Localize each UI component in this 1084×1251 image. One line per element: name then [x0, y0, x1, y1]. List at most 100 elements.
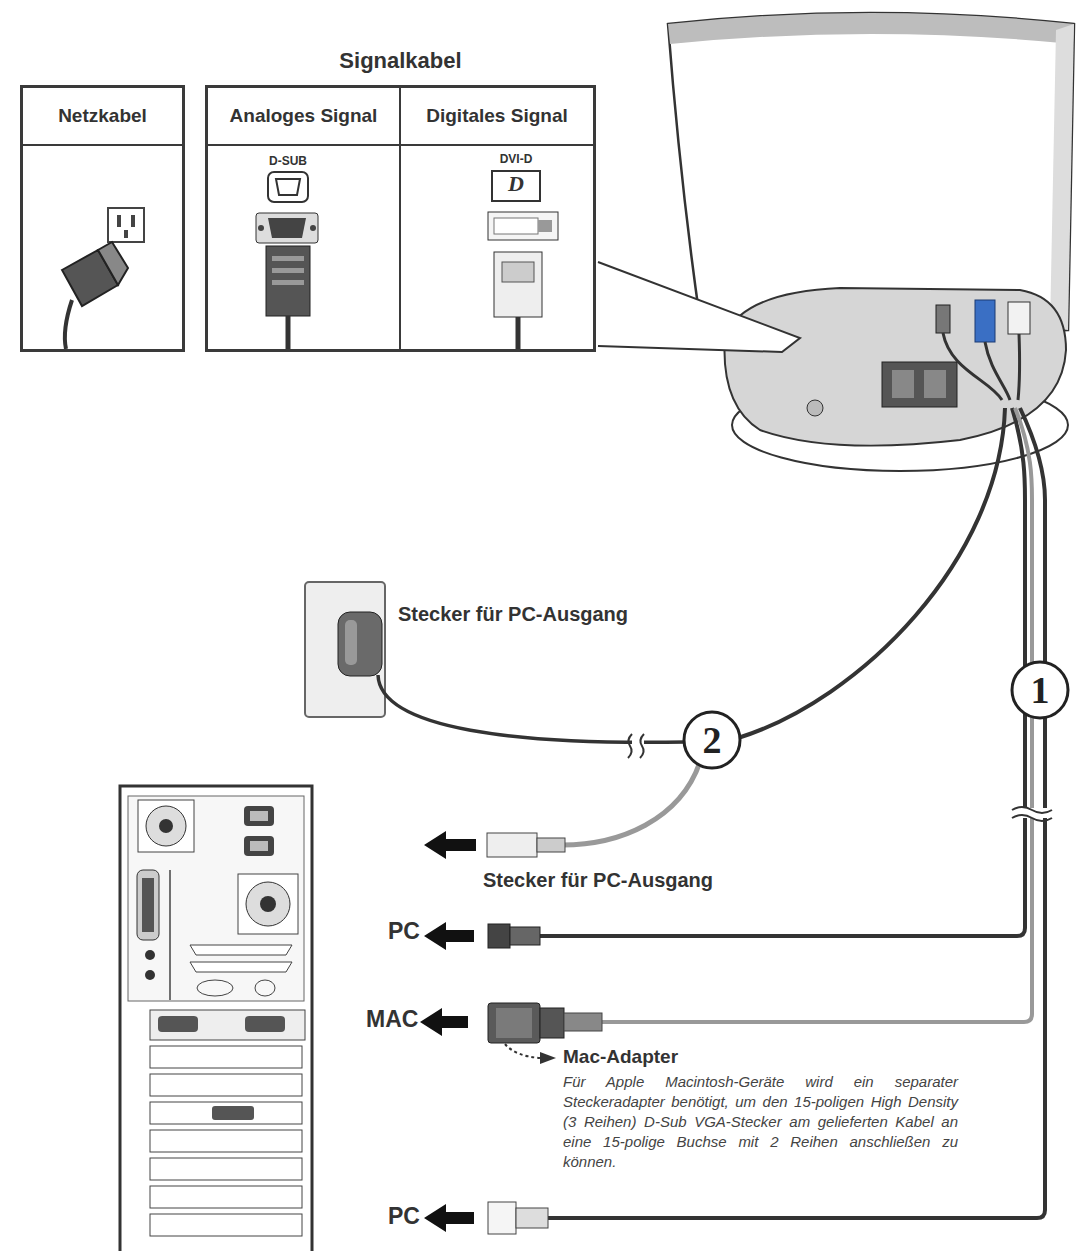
callout-circle — [684, 712, 740, 768]
connector-label: Stecker für PC-Ausgang — [398, 603, 628, 626]
break-mark — [1012, 807, 1052, 813]
box-label: DVI-D — [486, 152, 546, 166]
box-heading: Netzkabel — [23, 88, 182, 146]
cable — [1018, 334, 1020, 400]
serial-port — [142, 878, 154, 932]
direction-arrow — [424, 831, 476, 859]
slot-cover — [150, 1102, 302, 1124]
vga-plug-icon — [272, 256, 304, 261]
power-connector — [487, 833, 537, 857]
connector-label: Stecker für PC-Ausgang — [483, 869, 713, 892]
cable-holder-slot — [924, 370, 946, 398]
slot-cover — [150, 1130, 302, 1152]
pc-fan — [146, 806, 186, 846]
dsub-icon — [268, 172, 308, 202]
box-heading: Digitales Signal — [401, 88, 593, 146]
card-slot — [190, 945, 292, 955]
vga-connector-icon — [256, 213, 318, 243]
pc-fan — [260, 896, 276, 912]
dvi-plug-icon — [494, 252, 542, 317]
dvi-connector — [516, 1208, 548, 1228]
vga-port — [975, 300, 995, 342]
dvi-plug-icon — [502, 262, 534, 282]
dvi-connector-icon — [538, 220, 552, 232]
mac-adapter — [488, 1003, 540, 1043]
cable-type-box: SignalkabelAnaloges SignalD-SUBDigitales… — [205, 85, 596, 352]
vga-plug-icon — [272, 268, 304, 273]
signal-column: Digitales SignalDVI-D D — [401, 88, 593, 349]
power-socket — [250, 811, 268, 821]
signal-cable-icon — [516, 317, 521, 349]
dvi-socket — [212, 1106, 254, 1120]
power-plug — [338, 612, 382, 676]
dvi-connector — [488, 1202, 516, 1234]
pc-port — [255, 980, 275, 996]
callout-wedge — [598, 262, 800, 352]
panel-line — [169, 870, 171, 1000]
power-socket — [244, 806, 274, 826]
pc-fan — [238, 874, 298, 934]
pointer-head — [540, 1052, 556, 1064]
slot-cover — [150, 1074, 302, 1096]
dvi-connector-icon — [488, 212, 558, 240]
connector-screw — [258, 225, 264, 231]
ps2-port — [145, 950, 155, 960]
slot-cover — [150, 1046, 302, 1068]
pc-port — [197, 980, 233, 996]
socket-icon — [108, 208, 144, 242]
connector-screw — [310, 225, 316, 231]
callout-number: 2 — [684, 712, 740, 768]
break-gap — [1015, 808, 1055, 818]
pc-fan — [246, 882, 290, 926]
signal-column: Analoges SignalD-SUB — [208, 88, 401, 349]
mac-adapter — [496, 1008, 532, 1038]
break-mark — [640, 734, 644, 758]
signal-cable — [538, 408, 1025, 936]
direction-arrow — [424, 1204, 474, 1232]
device-label: PC — [388, 918, 420, 945]
monitor-back — [668, 13, 1074, 333]
break-mark — [628, 734, 632, 758]
power-socket — [250, 841, 268, 851]
box-heading: Analoges Signal — [208, 88, 399, 146]
vga-socket — [158, 1016, 198, 1032]
signal-cable — [600, 408, 1032, 1022]
wall-socket — [305, 582, 385, 717]
dsub-icon — [276, 179, 300, 195]
expansion-slot — [150, 1010, 305, 1040]
device-label: PC — [388, 1203, 420, 1230]
pc-fan — [159, 819, 173, 833]
monitor-shading — [668, 13, 1074, 44]
pc-tower — [120, 786, 312, 1251]
power-cable — [738, 408, 1005, 738]
socket-icon — [124, 230, 128, 238]
vga-connector — [540, 1008, 564, 1038]
box-label: D — [501, 172, 531, 196]
vga-connector — [510, 927, 540, 945]
box-label: D-SUB — [248, 154, 328, 168]
direction-arrow — [420, 1008, 468, 1036]
vga-connector — [564, 1013, 602, 1031]
signal-cable-icon — [286, 316, 291, 349]
note-text: Für Apple Macintosh-Geräte wird ein sepa… — [563, 1072, 958, 1172]
break-mark — [1012, 815, 1052, 821]
part-name: Mac-Adapter — [563, 1046, 678, 1068]
vga-connector-icon — [268, 218, 306, 238]
monitor-button — [807, 400, 823, 416]
vga-plug-icon — [272, 280, 304, 285]
monitor-shading — [1050, 24, 1074, 330]
device-label: MAC — [366, 1006, 418, 1033]
power-cable-icon — [65, 300, 72, 349]
power-cable — [562, 762, 700, 845]
slot-cover — [150, 1214, 302, 1236]
power-plug-icon — [98, 242, 128, 285]
cable-type-box: Netzkabel — [20, 85, 185, 352]
direction-arrow — [424, 922, 474, 950]
dashed-pointer — [505, 1044, 540, 1058]
dvi-connector-icon — [494, 218, 538, 234]
card-slot — [190, 962, 292, 972]
signal-cable — [546, 408, 1045, 1218]
